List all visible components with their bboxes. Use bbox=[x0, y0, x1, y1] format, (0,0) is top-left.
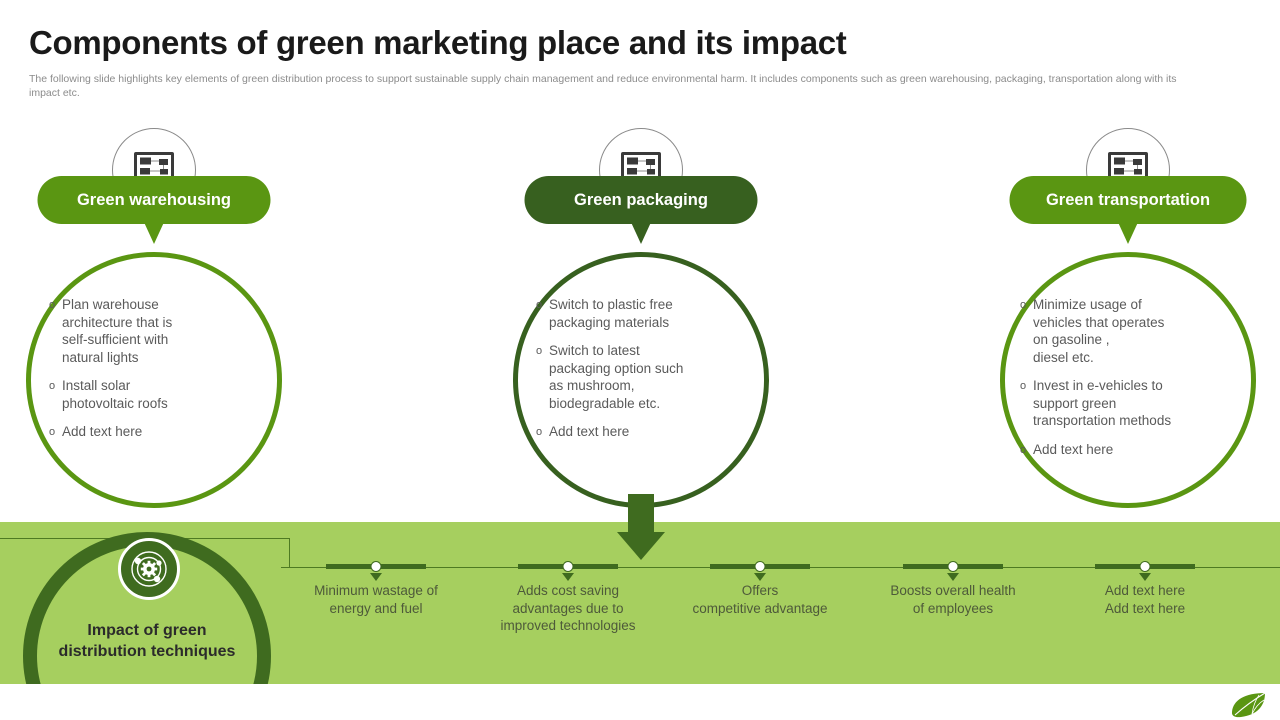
component-pill-green-packaging[interactable]: Green packaging bbox=[524, 176, 758, 224]
band-bottom-mask bbox=[0, 684, 1280, 720]
list-item-text: Plan warehouse architecture that is self… bbox=[62, 297, 173, 365]
list-item-text: Switch to latest packaging option such a… bbox=[549, 343, 684, 411]
list-item: o Plan warehouse architecture that is se… bbox=[49, 296, 259, 366]
component-column-green-transportation: Green transportation o Minimize usage of… bbox=[978, 0, 1278, 520]
timeline-pointer-icon bbox=[754, 573, 766, 581]
timeline-dot bbox=[562, 561, 574, 572]
bullet-marker-icon: o bbox=[536, 299, 543, 311]
timeline-pointer-icon bbox=[370, 573, 382, 581]
list-item-text: Invest in e-vehicles to support green tr… bbox=[1033, 378, 1172, 428]
page-subtitle: The following slide highlights key eleme… bbox=[29, 73, 1177, 99]
impact-title: Impact of green distribution techniques bbox=[58, 622, 236, 660]
timeline-pointer-icon bbox=[947, 573, 959, 581]
bullet-marker-icon: o bbox=[536, 345, 543, 357]
component-bullet-list: o Switch to plastic free packaging mater… bbox=[536, 296, 746, 452]
list-item: o Add text here bbox=[49, 423, 259, 441]
component-column-green-warehousing: Green warehousing o Plan warehouse archi… bbox=[4, 0, 304, 520]
timeline-dot bbox=[754, 561, 766, 572]
impact-timeline-label: Adds cost saving advantages due to impro… bbox=[500, 583, 636, 633]
bullet-marker-icon: o bbox=[49, 426, 56, 438]
component-pill-green-transportation[interactable]: Green transportation bbox=[1009, 176, 1247, 224]
pill-tail bbox=[630, 220, 652, 244]
leaf-logo bbox=[1229, 692, 1269, 720]
list-item: o Install solar photovoltaic roofs bbox=[49, 377, 259, 412]
component-bullet-list: o Plan warehouse architecture that is se… bbox=[49, 296, 259, 452]
page-title: Components of green marketing place and … bbox=[29, 24, 847, 61]
timeline-dot bbox=[370, 561, 382, 572]
impact-timeline-label: Add text here Add text here bbox=[1104, 583, 1186, 616]
list-item-text: Install solar photovoltaic roofs bbox=[62, 378, 168, 411]
bullet-marker-icon: o bbox=[49, 299, 56, 311]
list-item: o Switch to latest packaging option such… bbox=[536, 342, 746, 412]
pill-tail bbox=[1117, 220, 1139, 244]
list-item-text: Add text here bbox=[62, 424, 143, 439]
list-item: o Add text here bbox=[536, 423, 746, 441]
component-pill-label: Green transportation bbox=[1045, 190, 1211, 209]
impact-timeline-label: Boosts overall health of employees bbox=[890, 583, 1016, 616]
impact-timeline-label: Minimum wastage of energy and fuel bbox=[314, 583, 438, 616]
timeline-pointer-icon bbox=[562, 573, 574, 581]
component-pill-green-warehousing[interactable]: Green warehousing bbox=[37, 176, 271, 224]
impact-timeline-label: Offers competitive advantage bbox=[692, 583, 828, 616]
pill-tail bbox=[143, 220, 165, 244]
list-item: o Invest in e-vehicles to support green … bbox=[1020, 377, 1236, 430]
component-pill-label: Green packaging bbox=[574, 190, 708, 209]
atom-gear-icon bbox=[118, 538, 180, 600]
bullet-marker-icon: o bbox=[49, 380, 56, 392]
component-circle bbox=[1000, 252, 1256, 508]
timeline-pointer-icon bbox=[1139, 573, 1151, 581]
list-item-text: Minimize usage of vehicles that operates… bbox=[1033, 297, 1165, 365]
down-arrow-icon bbox=[617, 494, 665, 560]
list-item-text: Add text here bbox=[1033, 441, 1114, 457]
bullet-marker-icon: o bbox=[1020, 380, 1027, 392]
component-pill-label: Green warehousing bbox=[76, 190, 232, 209]
bullet-marker-icon: o bbox=[536, 426, 543, 438]
component-circle bbox=[26, 252, 282, 508]
list-item-text: Add text here bbox=[549, 424, 630, 439]
bullet-marker-icon: o bbox=[1020, 443, 1027, 456]
list-item: o Minimize usage of vehicles that operat… bbox=[1020, 296, 1236, 366]
component-column-green-packaging: Green packaging o Switch to plastic free… bbox=[491, 0, 791, 520]
component-bullet-list: o Minimize usage of vehicles that operat… bbox=[1020, 296, 1236, 470]
timeline-dot bbox=[1139, 561, 1151, 572]
list-item: o Switch to plastic free packaging mater… bbox=[536, 296, 746, 331]
bullet-marker-icon: o bbox=[1020, 299, 1027, 311]
list-item-text: Switch to plastic free packaging materia… bbox=[549, 297, 673, 330]
timeline-dot bbox=[947, 561, 959, 572]
list-item: o Add text here bbox=[1020, 441, 1236, 459]
